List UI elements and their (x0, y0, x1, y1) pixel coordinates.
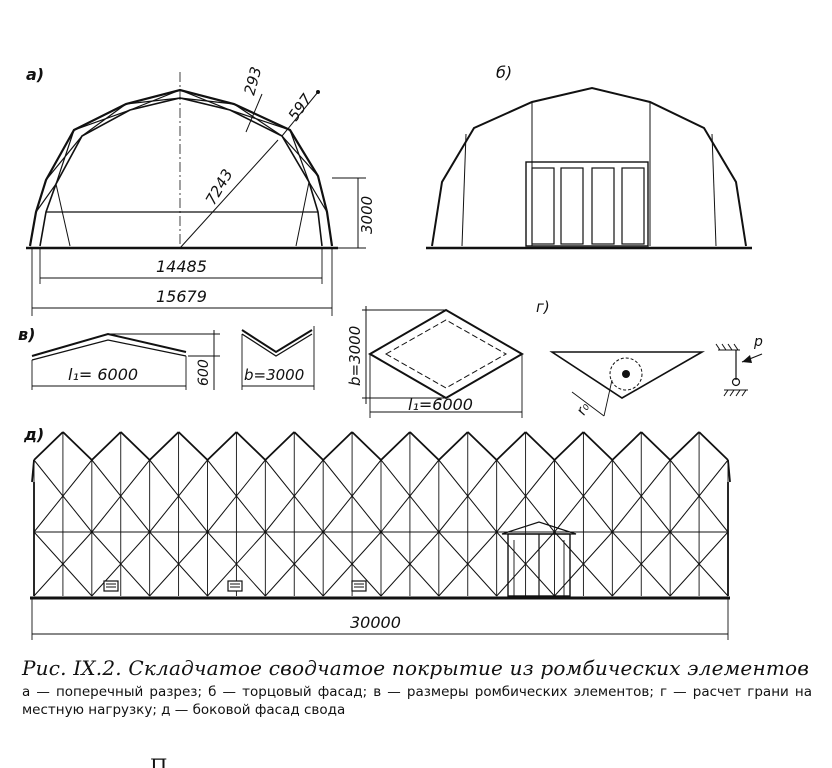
g-p-label: p (753, 334, 763, 350)
panel-a-cross-section: а) 7243 293 597 3000 1448 (26, 65, 376, 316)
lattice-member (438, 531, 498, 597)
lattice-member (438, 459, 498, 533)
facade-lattice (31, 431, 731, 597)
dim-g-l1: l₁=6000 (408, 395, 473, 414)
vent-2 (227, 580, 243, 592)
panel-b-label: б) (496, 63, 512, 82)
lattice-member (293, 431, 324, 461)
lattice-member (640, 431, 671, 461)
lattice-member (207, 531, 266, 597)
dim-v-600: 600 (196, 359, 212, 386)
panel-v-element-sizes: в) l₁= 6000 600 b=3000 (18, 325, 315, 390)
lattice-member (669, 531, 729, 597)
dim-height: 3000 (358, 196, 376, 234)
vent-1 (103, 580, 119, 592)
lattice-member (177, 431, 209, 461)
caption-text: а — поперечный разрез; б — торцовый фаса… (22, 684, 812, 718)
lattice-member (380, 531, 440, 597)
lattice-member (496, 431, 527, 461)
lattice-member (322, 431, 353, 461)
panel-g-local-load: г) b=3000 l₁=6000 r₀ p (346, 298, 763, 418)
lattice-member (554, 459, 613, 533)
lattice-member (351, 431, 382, 461)
lattice-member (553, 431, 585, 461)
lattice-member (264, 459, 324, 533)
next-page-text-fragment: П (150, 754, 168, 768)
lattice-member (611, 531, 671, 597)
g-r0-label: r₀ (574, 400, 594, 418)
dim-597: 597 (285, 90, 316, 124)
lattice-member (669, 459, 729, 533)
lattice-member (149, 431, 180, 461)
lattice-member (438, 431, 469, 461)
dim-v-b: b=3000 (244, 366, 304, 384)
panel-d-label: д) (23, 425, 44, 444)
lattice-member (496, 531, 555, 597)
lattice-member (33, 459, 93, 533)
lattice-member (524, 431, 556, 461)
panel-d-side-facade: д) 30000 (23, 425, 731, 640)
lattice-member (91, 459, 151, 533)
lattice-member (91, 531, 151, 597)
panel-v-label: в) (18, 325, 35, 344)
lattice-member (91, 431, 122, 461)
lattice-member (207, 459, 266, 533)
dim-v-l1: l₁= 6000 (68, 365, 138, 384)
caption-body: а — поперечный разрез; б — торцовый фаса… (22, 683, 812, 719)
lattice-member (264, 431, 295, 461)
lattice-member (496, 459, 555, 533)
panel-b-end-facade: б) (426, 63, 752, 250)
lattice-member (235, 431, 266, 461)
lattice-member (149, 531, 208, 597)
lattice-member (582, 431, 613, 461)
lattice-member (669, 431, 700, 461)
lattice-member (206, 431, 238, 461)
dim-total: 15679 (156, 287, 207, 306)
dim-span: 14485 (156, 257, 207, 276)
lattice-member (409, 431, 440, 461)
dim-g-b: b=3000 (346, 326, 364, 386)
lattice-member (380, 459, 440, 533)
lattice-member (120, 431, 151, 461)
dim-293: 293 (240, 65, 265, 97)
lattice-member (380, 431, 411, 461)
lattice-member (322, 459, 382, 533)
lattice-member (467, 431, 498, 461)
caption-title: Рис. IX.2. Складчатое сводчатое покрытие… (22, 656, 810, 680)
lattice-member (698, 431, 729, 461)
panel-a-label: а) (26, 65, 44, 84)
lattice-member (33, 431, 64, 461)
panel-g-label: г) (536, 298, 550, 316)
lattice-member (149, 459, 208, 533)
lattice-member (33, 531, 93, 597)
lattice-member (611, 459, 671, 533)
vent-3 (351, 580, 367, 592)
figure-caption: Рис. IX.2. Складчатое сводчатое покрытие… (22, 656, 812, 719)
lattice-member (611, 431, 642, 461)
dim-radius: 7243 (202, 166, 237, 208)
dim-length: 30000 (350, 613, 401, 632)
lattice-member (322, 531, 382, 597)
lattice-member (264, 531, 324, 597)
lattice-member (62, 431, 93, 461)
